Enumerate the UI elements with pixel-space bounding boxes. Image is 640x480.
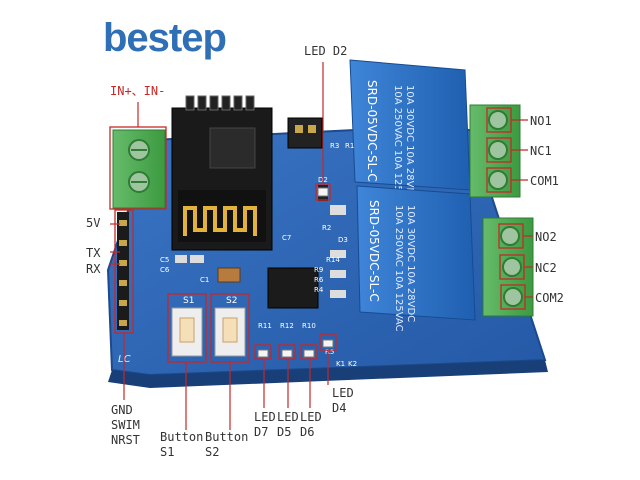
silk-c6: C6 — [160, 266, 170, 274]
silk-r1: R1 — [345, 142, 354, 150]
label-button-s1-2: S1 — [160, 445, 175, 459]
label-com1: COM1 — [530, 174, 559, 188]
silk-c7: C7 — [282, 234, 291, 242]
silk-d3: D3 — [338, 236, 348, 244]
label-no2: NO2 — [535, 230, 557, 244]
label-5v: 5V — [86, 216, 101, 230]
relay-1-ratings-1: 10A 250VAC 10A 125VAC — [392, 85, 403, 212]
relay-1: 10A 250VAC 10A 125VAC 10A 30VDC 10A 28VD… — [349, 59, 471, 212]
relay-2-model: SRD-05VDC-SL-C — [367, 200, 381, 302]
label-nrst: NRST — [111, 433, 140, 447]
label-led-d5-2: D5 — [277, 425, 292, 439]
leds — [257, 187, 334, 358]
label-led-d4-2: D4 — [332, 401, 347, 415]
input-terminal-block — [112, 129, 166, 209]
silk-s1: S1 — [183, 296, 194, 306]
silk-r6: R6 — [314, 276, 324, 284]
relay-2-ratings-2: 10A 30VDC 10A 28VDC — [405, 205, 416, 322]
capacitor — [217, 267, 241, 283]
label-led-d7-2: D7 — [254, 425, 269, 439]
relay-1-model: SRD-05VDC-SL-C — [365, 80, 379, 182]
relay-1-ratings-2: 10A 30VDC 10A 28VDC — [404, 85, 415, 202]
label-tx: TX — [86, 246, 101, 260]
silk-c5: C5 — [160, 256, 169, 264]
label-led-d5-1: LED — [277, 410, 299, 424]
label-button-s2-1: Button — [205, 430, 249, 444]
silk-r4: R4 — [314, 286, 324, 294]
silk-r11: R11 — [258, 322, 272, 330]
label-nc1: NC1 — [530, 144, 552, 158]
silk-k1: K1 — [336, 360, 345, 368]
silk-s2: S2 — [226, 296, 237, 306]
brand-logo: bestep — [103, 16, 227, 60]
label-led-d4-1: LED — [332, 386, 354, 400]
leader-lines — [110, 62, 533, 430]
silk-r10: R10 — [302, 322, 316, 330]
jumper-header — [287, 117, 323, 149]
pin-header — [117, 212, 129, 330]
output-terminal-block-1 — [469, 104, 521, 198]
button-s1 — [171, 307, 203, 357]
silk-r9: R9 — [314, 266, 323, 274]
label-in: IN+、IN- — [110, 84, 166, 98]
relay-2: 10A 250VAC 10A 125VAC 10A 30VDC 10A 28VD… — [356, 185, 476, 332]
wifi-module — [171, 95, 273, 251]
label-led-d7-1: LED — [254, 410, 276, 424]
silk-r3: R3 — [330, 142, 339, 150]
label-swim: SWIM — [111, 418, 140, 432]
relay-2-ratings-1: 10A 250VAC 10A 125VAC — [393, 205, 404, 332]
silk-r14: R14 — [326, 256, 340, 264]
button-s2 — [214, 307, 246, 357]
label-gnd: GND — [111, 403, 133, 417]
label-led-d6-1: LED — [300, 410, 322, 424]
label-com2: COM2 — [535, 291, 564, 305]
label-rx: RX — [86, 262, 101, 276]
silk-r5: R5 — [325, 348, 334, 356]
label-nc2: NC2 — [535, 261, 557, 275]
silk-k2: K2 — [348, 360, 357, 368]
label-led-d6-2: D6 — [300, 425, 315, 439]
silk-c1: C1 — [200, 276, 209, 284]
label-no1: NO1 — [530, 114, 552, 128]
label-button-s2-2: S2 — [205, 445, 220, 459]
silk-r12: R12 — [280, 322, 294, 330]
ic-chip — [267, 267, 319, 309]
label-led-d2: LED D2 — [304, 44, 348, 58]
label-button-s1-1: Button — [160, 430, 204, 444]
silk-r2: R2 — [322, 224, 331, 232]
